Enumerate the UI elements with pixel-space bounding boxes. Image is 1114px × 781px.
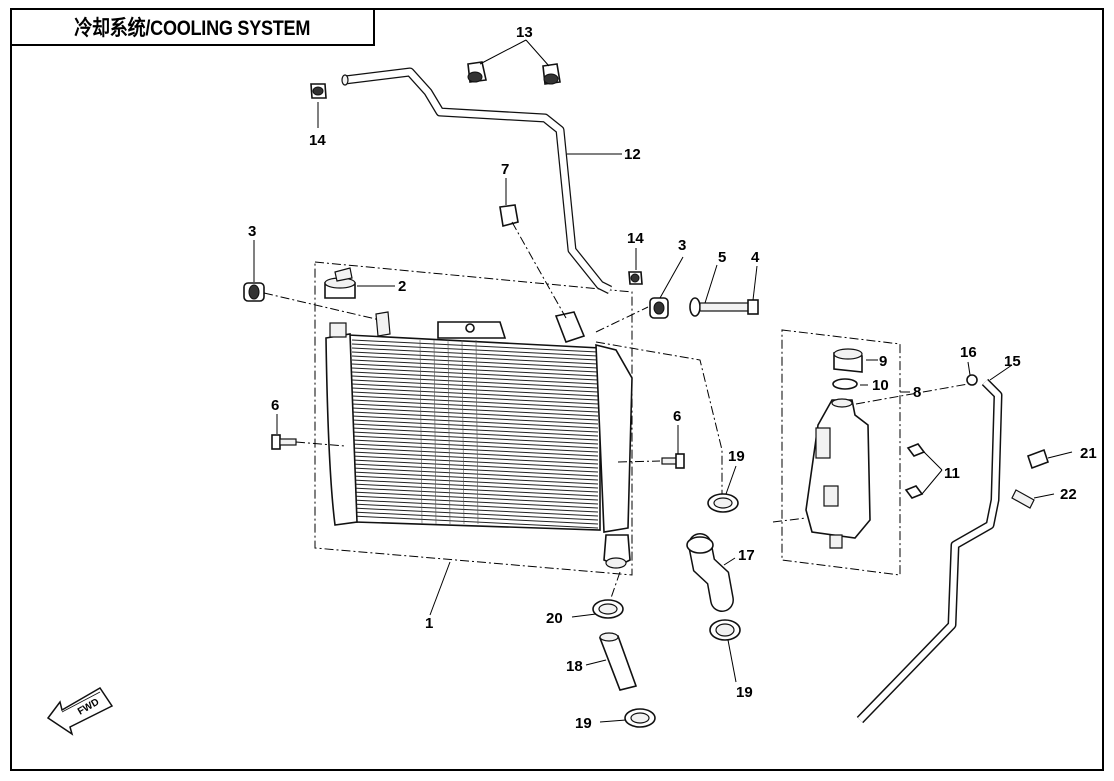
hose-clamp-19c <box>624 708 656 728</box>
hose-clip <box>1026 448 1050 470</box>
hose-clamp-19b <box>709 619 741 641</box>
callout-20: 20 <box>546 610 563 627</box>
callout-17: 17 <box>738 547 755 564</box>
radiator-hose-upper <box>686 533 734 612</box>
hose-clamp-small-b <box>628 271 643 285</box>
callout-9: 9 <box>879 353 887 370</box>
callout-21: 21 <box>1080 445 1097 462</box>
callout-14-left: 14 <box>309 132 326 149</box>
reservoir-bolt-b <box>904 485 924 499</box>
radiator-fins <box>351 339 599 529</box>
callout-7: 7 <box>501 161 509 178</box>
radiator-cap <box>324 267 356 299</box>
reservoir-bolt-a <box>906 443 926 457</box>
callout-12: 12 <box>624 146 641 163</box>
callout-19-upper: 19 <box>728 448 745 465</box>
callout-3-right: 3 <box>678 237 686 254</box>
callout-6-left: 6 <box>271 397 279 414</box>
hose-clamp-tiny <box>966 374 978 386</box>
callout-3-left: 3 <box>248 223 256 240</box>
connection-lines <box>263 221 969 599</box>
callout-2: 2 <box>398 278 406 295</box>
title-box: 冷却系统/COOLING SYSTEM <box>10 8 375 46</box>
hose-clamp-20 <box>592 599 624 619</box>
callout-labels: 1 2 3 3 4 5 6 6 7 8 9 10 11 12 13 14 14 … <box>248 24 1097 732</box>
bolt-left <box>271 434 297 450</box>
radiator-assembly <box>314 261 633 576</box>
callout-18: 18 <box>566 658 583 675</box>
breather-hose <box>856 378 1003 724</box>
coolant-reservoir-assembly <box>781 329 901 576</box>
callout-15: 15 <box>1004 353 1021 370</box>
leader-lines <box>253 39 1073 723</box>
bolt-right <box>661 453 685 469</box>
hose-clamp-small-a <box>310 83 327 99</box>
mount-bracket <box>1011 489 1035 509</box>
page-title: 冷却系统/COOLING SYSTEM <box>74 17 311 40</box>
pipe-clip-b <box>542 63 561 85</box>
callout-10: 10 <box>872 377 889 394</box>
clip <box>499 204 519 228</box>
rubber-grommet-right <box>649 297 669 319</box>
callout-16: 16 <box>960 344 977 361</box>
rubber-grommet-left <box>243 282 265 302</box>
callout-8: 8 <box>913 384 921 401</box>
page-frame <box>10 8 1104 771</box>
callout-1: 1 <box>425 615 433 632</box>
callout-22: 22 <box>1060 486 1077 503</box>
callout-5: 5 <box>718 249 726 266</box>
callout-6-right: 6 <box>673 408 681 425</box>
hose-clamp-19a <box>707 493 739 513</box>
callout-11: 11 <box>944 465 960 482</box>
forward-direction-arrow: FWD <box>46 686 114 736</box>
bolt-and-collar <box>689 297 759 317</box>
radiator-hose-lower <box>598 632 638 691</box>
overflow-pipe <box>341 67 613 295</box>
callout-19-middle: 19 <box>736 684 753 701</box>
callout-19-lower: 19 <box>575 715 592 732</box>
callout-13: 13 <box>516 24 533 41</box>
pipe-clip-a <box>467 61 487 83</box>
callout-14-right: 14 <box>627 230 644 247</box>
callout-4: 4 <box>751 249 760 266</box>
